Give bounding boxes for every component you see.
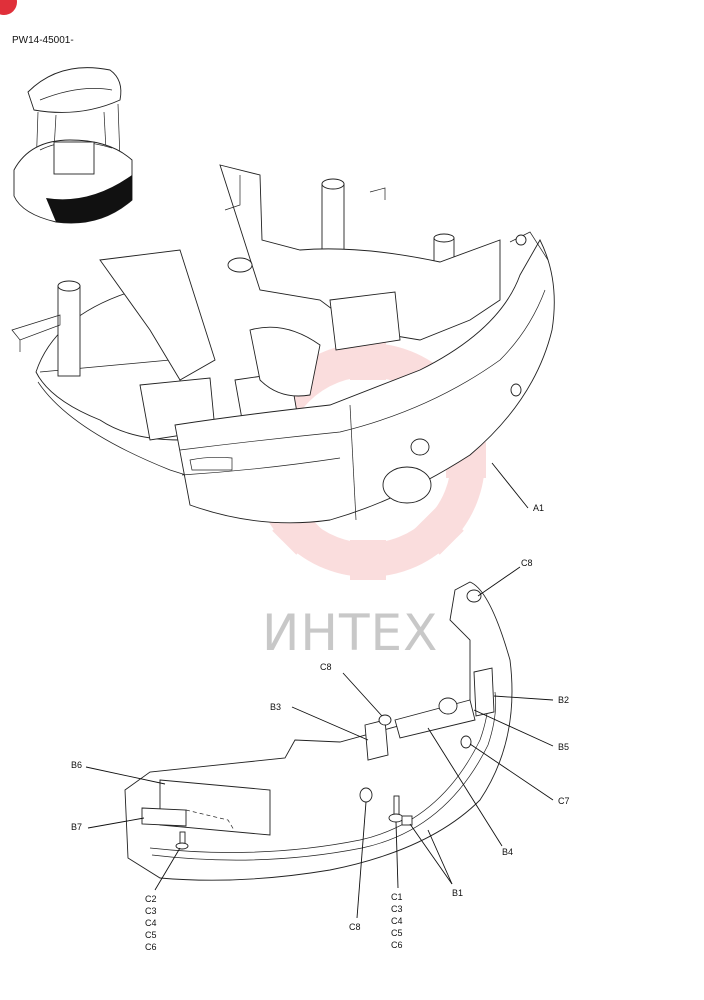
stack-left-item: C2: [145, 894, 157, 904]
model-code: PW14-45001-: [12, 35, 74, 46]
b2-leader: [493, 695, 554, 701]
b5-leader: [473, 709, 554, 747]
b6-leader: [85, 766, 166, 785]
callout-b6: B6: [71, 760, 82, 770]
stack-left-leader: [154, 847, 181, 891]
callout-c8-mid: C8: [320, 662, 332, 672]
b1-leader-a: [409, 823, 453, 885]
upper-frame-assembly: [11, 164, 501, 501]
b7-leader: [87, 817, 145, 829]
callout-b1: B1: [452, 888, 463, 898]
stack-left-item: C6: [145, 942, 157, 952]
callout-b5: B5: [558, 742, 569, 752]
counterweight-a1: [174, 231, 555, 524]
stack-left-item: C5: [145, 930, 157, 940]
stack-right-item: C3: [391, 904, 403, 914]
c7-leader: [469, 743, 554, 801]
b1-leader-b: [427, 829, 453, 885]
callout-b3: B3: [270, 702, 281, 712]
a1-leader: [491, 462, 529, 509]
stack-right-item: C1: [391, 892, 403, 902]
callout-b7: B7: [71, 822, 82, 832]
corner-badge: [0, 0, 17, 15]
watermark-text: ИНТЕХ: [262, 604, 438, 662]
c8-bottom-leader: [356, 801, 367, 919]
c8-top-leader: [477, 566, 521, 597]
stack-right-leader: [395, 821, 399, 889]
callout-c7: C7: [558, 796, 570, 806]
machine-inset: [13, 67, 133, 224]
stack-left-item: C4: [145, 918, 157, 928]
b3-leader: [291, 706, 369, 741]
callout-b2: B2: [558, 695, 569, 705]
c8-mid-leader: [342, 672, 383, 717]
stack-right-item: C5: [391, 928, 403, 938]
stack-right-item: C4: [391, 916, 403, 926]
callout-a1: A1: [533, 503, 544, 513]
callout-c8-bottom: C8: [349, 922, 361, 932]
b4-leader: [427, 727, 503, 847]
stack-left-item: C3: [145, 906, 157, 916]
stack-right-item: C6: [391, 940, 403, 950]
callout-b4: B4: [502, 847, 513, 857]
callout-c8-top: C8: [521, 558, 533, 568]
counterweight-exploded: [124, 581, 513, 881]
